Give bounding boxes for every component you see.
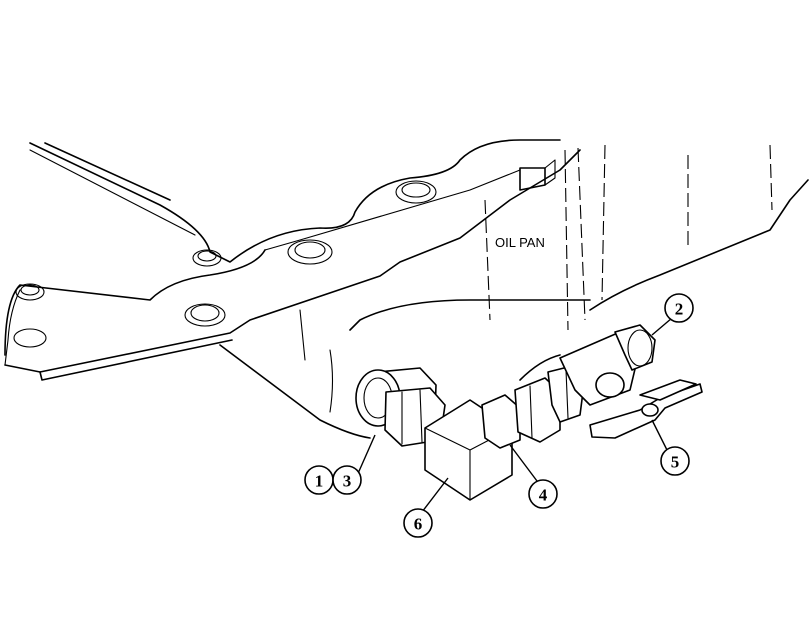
callout-2: 2 xyxy=(664,293,694,323)
callout-5: 5 xyxy=(660,446,690,476)
shutoff-valve xyxy=(559,324,656,406)
callout-6: 6 xyxy=(403,508,433,538)
callout-2-number: 2 xyxy=(675,300,684,319)
callout-1-number: 1 xyxy=(315,472,324,491)
oil-pan-label: OIL PAN xyxy=(495,235,545,250)
callout-6-number: 6 xyxy=(414,515,423,534)
callout-3-number: 3 xyxy=(343,472,352,491)
callout-1: 1 xyxy=(304,465,334,495)
leader-lines xyxy=(355,317,673,513)
callout-5-number: 5 xyxy=(671,453,680,472)
callout-4: 4 xyxy=(528,479,558,509)
callout-3: 3 xyxy=(332,465,362,495)
callout-4-number: 4 xyxy=(539,486,548,505)
oil-pan-body xyxy=(219,144,809,439)
oil-pan-flange xyxy=(4,139,581,381)
valve-handle xyxy=(589,379,703,439)
